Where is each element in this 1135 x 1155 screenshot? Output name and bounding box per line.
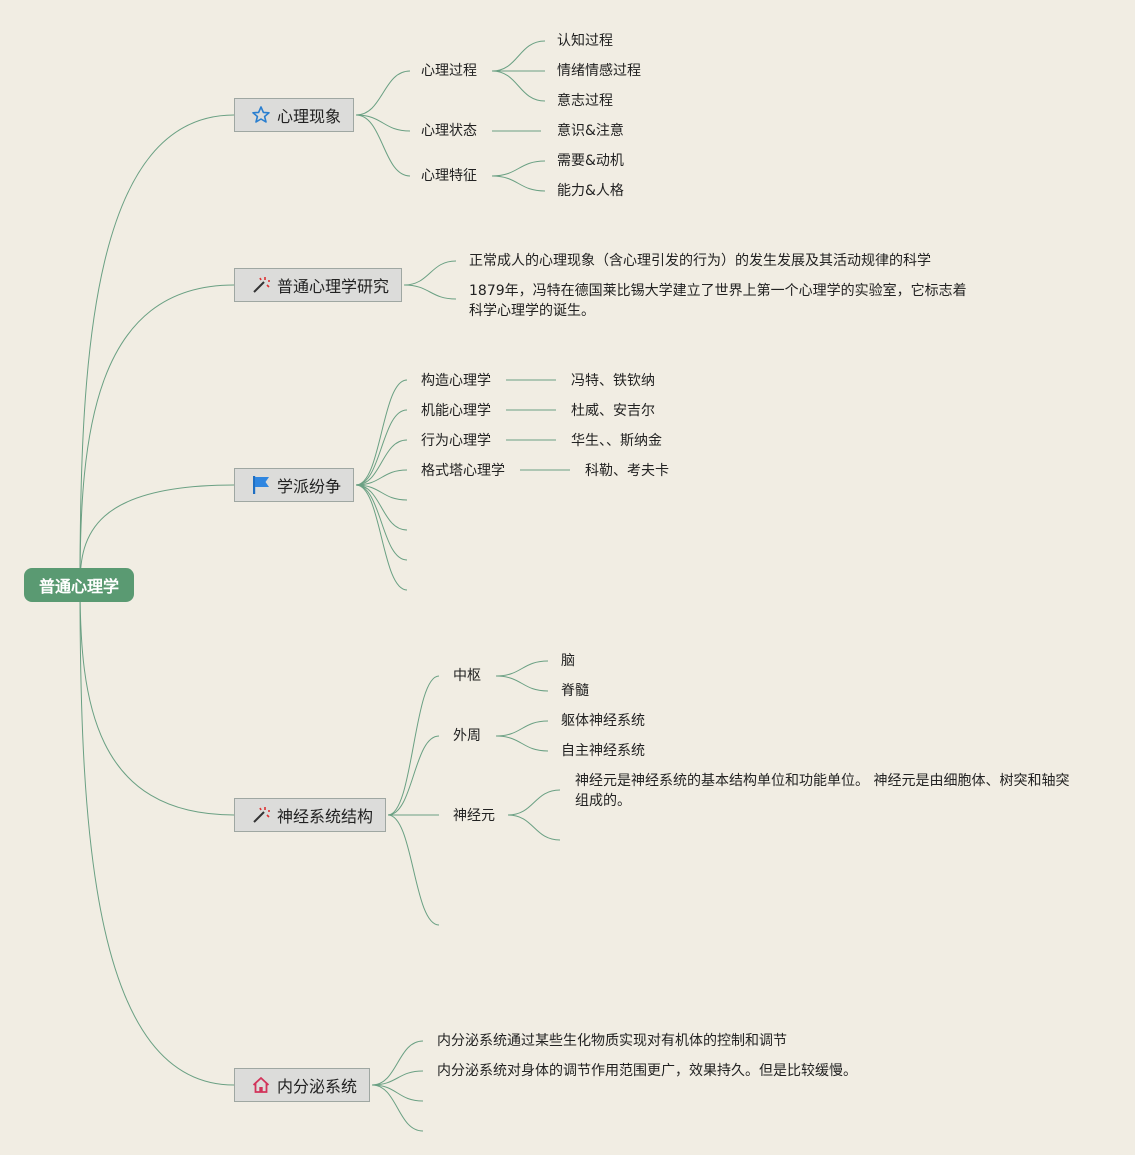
node-neuron[interactable]: 神经元	[453, 808, 495, 824]
topic-label: 心理现象	[277, 107, 342, 126]
node-structuralism[interactable]: 构造心理学	[421, 373, 491, 389]
topic-label: 神经系统结构	[277, 807, 374, 826]
root-connector	[79, 584, 235, 1086]
node-research-definition[interactable]: 正常成人的心理现象（含心理引发的行为）的发生发展及其活动规律的科学	[469, 253, 931, 269]
flag-icon	[253, 476, 269, 494]
node-central[interactable]: 中枢	[453, 668, 481, 684]
connector-curve	[371, 1084, 424, 1132]
node-spinal-cord[interactable]: 脊髓	[561, 683, 589, 699]
node-endocrine-control[interactable]: 内分泌系统通过某些生化物质实现对有机体的控制和调节	[437, 1033, 787, 1049]
node-gestalt-people[interactable]: 科勒、考夫卡	[585, 463, 669, 479]
node-autonomic-nervous[interactable]: 自主神经系统	[561, 743, 645, 759]
connector-curve	[507, 789, 561, 816]
node-functionalism[interactable]: 机能心理学	[421, 403, 491, 419]
connector-curve	[355, 70, 411, 116]
root-connector	[79, 284, 235, 586]
node-emotion-process[interactable]: 情绪情感过程	[557, 63, 641, 79]
connector-curve	[355, 484, 408, 591]
topic-label: 学派纷争	[277, 477, 342, 496]
connector-curve	[491, 160, 546, 177]
node-will-process[interactable]: 意志过程	[557, 93, 613, 109]
connector-curve	[355, 484, 408, 501]
connector-curve	[491, 175, 546, 192]
connector-curve	[355, 409, 408, 486]
topic-endocrine-system[interactable]: 内分泌系统	[234, 1068, 371, 1102]
connector-curve	[387, 735, 440, 816]
magic-wand-icon	[253, 277, 270, 293]
connector-curve	[355, 114, 411, 132]
topic-nervous-system[interactable]: 神经系统结构	[234, 798, 387, 832]
node-ability-personality[interactable]: 能力&人格	[557, 183, 624, 199]
connector-curve	[491, 70, 546, 102]
connector-curve	[355, 469, 408, 486]
connector-curve	[355, 439, 408, 486]
magic-wand-icon	[253, 807, 270, 823]
connector-curve	[371, 1040, 424, 1086]
node-functionalism-people[interactable]: 杜威、安吉尔	[571, 403, 655, 419]
node-structuralism-people[interactable]: 冯特、铁钦纳	[571, 373, 655, 389]
connector-curve	[403, 260, 457, 286]
node-mental-process[interactable]: 心理过程	[421, 63, 477, 79]
connector-curve	[491, 40, 546, 72]
connector-curve	[355, 114, 411, 177]
connector-curve	[495, 675, 549, 692]
connector-curve	[355, 379, 408, 486]
connector-curve	[387, 814, 440, 926]
node-somatic-nervous[interactable]: 躯体神经系统	[561, 713, 645, 729]
connector-curve	[403, 284, 457, 300]
connector-curve	[355, 484, 408, 561]
node-peripheral[interactable]: 外周	[453, 728, 481, 744]
connector-curve	[495, 660, 549, 677]
root-topic[interactable]: 普通心理学	[24, 568, 134, 602]
topic-label: 普通心理学研究	[277, 277, 390, 296]
topic-schools[interactable]: 学派纷争	[234, 468, 355, 502]
node-cognitive-process[interactable]: 认知过程	[557, 33, 613, 49]
node-gestalt[interactable]: 格式塔心理学	[421, 463, 505, 479]
node-consciousness-attention[interactable]: 意识&注意	[557, 123, 624, 139]
topic-psychological-phenomena[interactable]: 心理现象	[234, 98, 355, 132]
node-mental-traits[interactable]: 心理特征	[421, 168, 477, 184]
node-behaviorism[interactable]: 行为心理学	[421, 433, 491, 449]
home-icon	[252, 1077, 270, 1093]
connector-curve	[495, 720, 549, 737]
connector-curve	[371, 1070, 424, 1086]
node-behaviorism-people[interactable]: 华生、、斯纳金	[571, 433, 662, 449]
connector-curve	[495, 735, 549, 752]
topic-general-psychology-research[interactable]: 普通心理学研究	[234, 268, 403, 302]
node-brain[interactable]: 脑	[561, 653, 575, 669]
root-connector	[79, 114, 235, 586]
node-wundt-lab[interactable]: 1879年，冯特在德国莱比锡大学建立了世界上第一个心理学的实验室，它标志着科学心…	[469, 283, 967, 319]
node-endocrine-scope[interactable]: 内分泌系统对身体的调节作用范围更广，效果持久。但是比较缓慢。	[437, 1063, 857, 1079]
connector-curve	[371, 1084, 424, 1102]
node-neuron-definition[interactable]: 神经元是神经系统的基本结构单位和功能单位。 神经元是由细胞体、树突和轴突组成的。	[575, 773, 1070, 809]
topic-label: 内分泌系统	[277, 1077, 358, 1096]
connector-curve	[507, 814, 561, 841]
node-needs-motivation[interactable]: 需要&动机	[557, 153, 624, 169]
node-mental-state[interactable]: 心理状态	[421, 123, 477, 139]
connector-curve	[387, 675, 440, 816]
root-connector	[79, 484, 235, 586]
connector-curve	[355, 484, 408, 531]
star-icon	[252, 106, 270, 123]
root-connector	[79, 584, 235, 816]
